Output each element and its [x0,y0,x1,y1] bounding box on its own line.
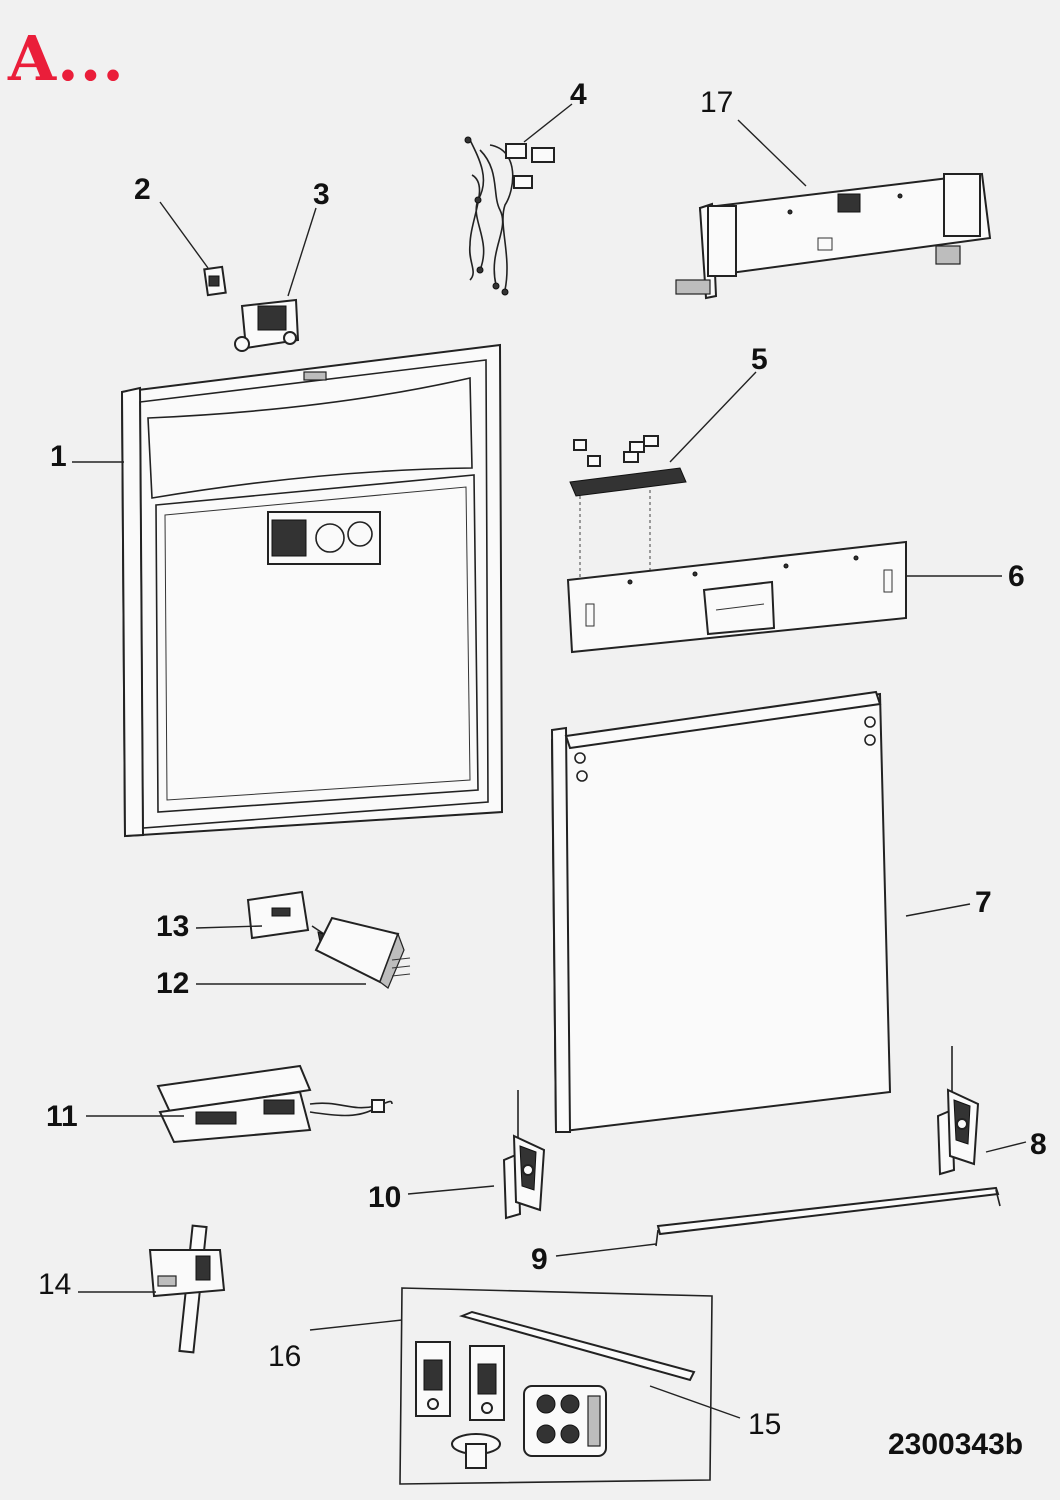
label-part-13: 13 [156,910,190,943]
part-15-strip[interactable] [458,1310,696,1382]
part-5-button-strip[interactable] [569,435,687,580]
label-part-8: 8 [1030,1128,1047,1161]
label-part-6: 6 [1008,560,1025,593]
label-part-5: 5 [751,343,768,376]
label-part-10: 10 [368,1181,402,1214]
label-part-4: 4 [570,78,587,111]
label-part-17: 17 [700,86,734,119]
label-part-3: 3 [313,178,330,211]
label-part-16: 16 [268,1340,302,1373]
label-part-7: 7 [975,886,992,919]
part-16-kit-box[interactable] [399,1287,713,1485]
part-13-label-cover[interactable] [246,890,330,943]
label-part-15: 15 [748,1408,782,1441]
part-10-left-hinge[interactable] [502,1090,546,1220]
kit-hinge-pair [415,1341,505,1421]
part-1-inner-door-panel[interactable] [120,343,504,838]
label-part-2: 2 [134,173,151,206]
label-part-14: 14 [38,1268,72,1301]
part-6-control-panel[interactable] [566,540,907,654]
kit-dispenser [523,1385,607,1457]
brand-logo: A... [8,22,125,95]
kit-foot [451,1433,501,1469]
part-9-rod[interactable] [655,1186,1001,1247]
part-12-control-module[interactable] [314,916,411,989]
label-part-11: 11 [46,1100,78,1133]
label-part-12: 12 [156,967,190,1000]
part-14-valve[interactable] [148,1224,226,1354]
label-part-1: 1 [50,440,67,473]
part-8-right-hinge[interactable] [936,1046,980,1176]
part-17-control-frame[interactable] [675,172,992,300]
leader-lines [72,103,1027,1419]
part-11-electronic-board[interactable] [156,1064,393,1144]
label-part-9: 9 [531,1243,548,1276]
dispenser-in-door [267,511,381,565]
part-7-outer-door-panel[interactable] [550,690,892,1134]
part-3-door-lock[interactable] [234,298,300,352]
document-number: 2300343b [888,1428,1024,1461]
part-4-wiring-harness[interactable] [464,136,555,296]
part-2-clip[interactable] [203,265,227,297]
